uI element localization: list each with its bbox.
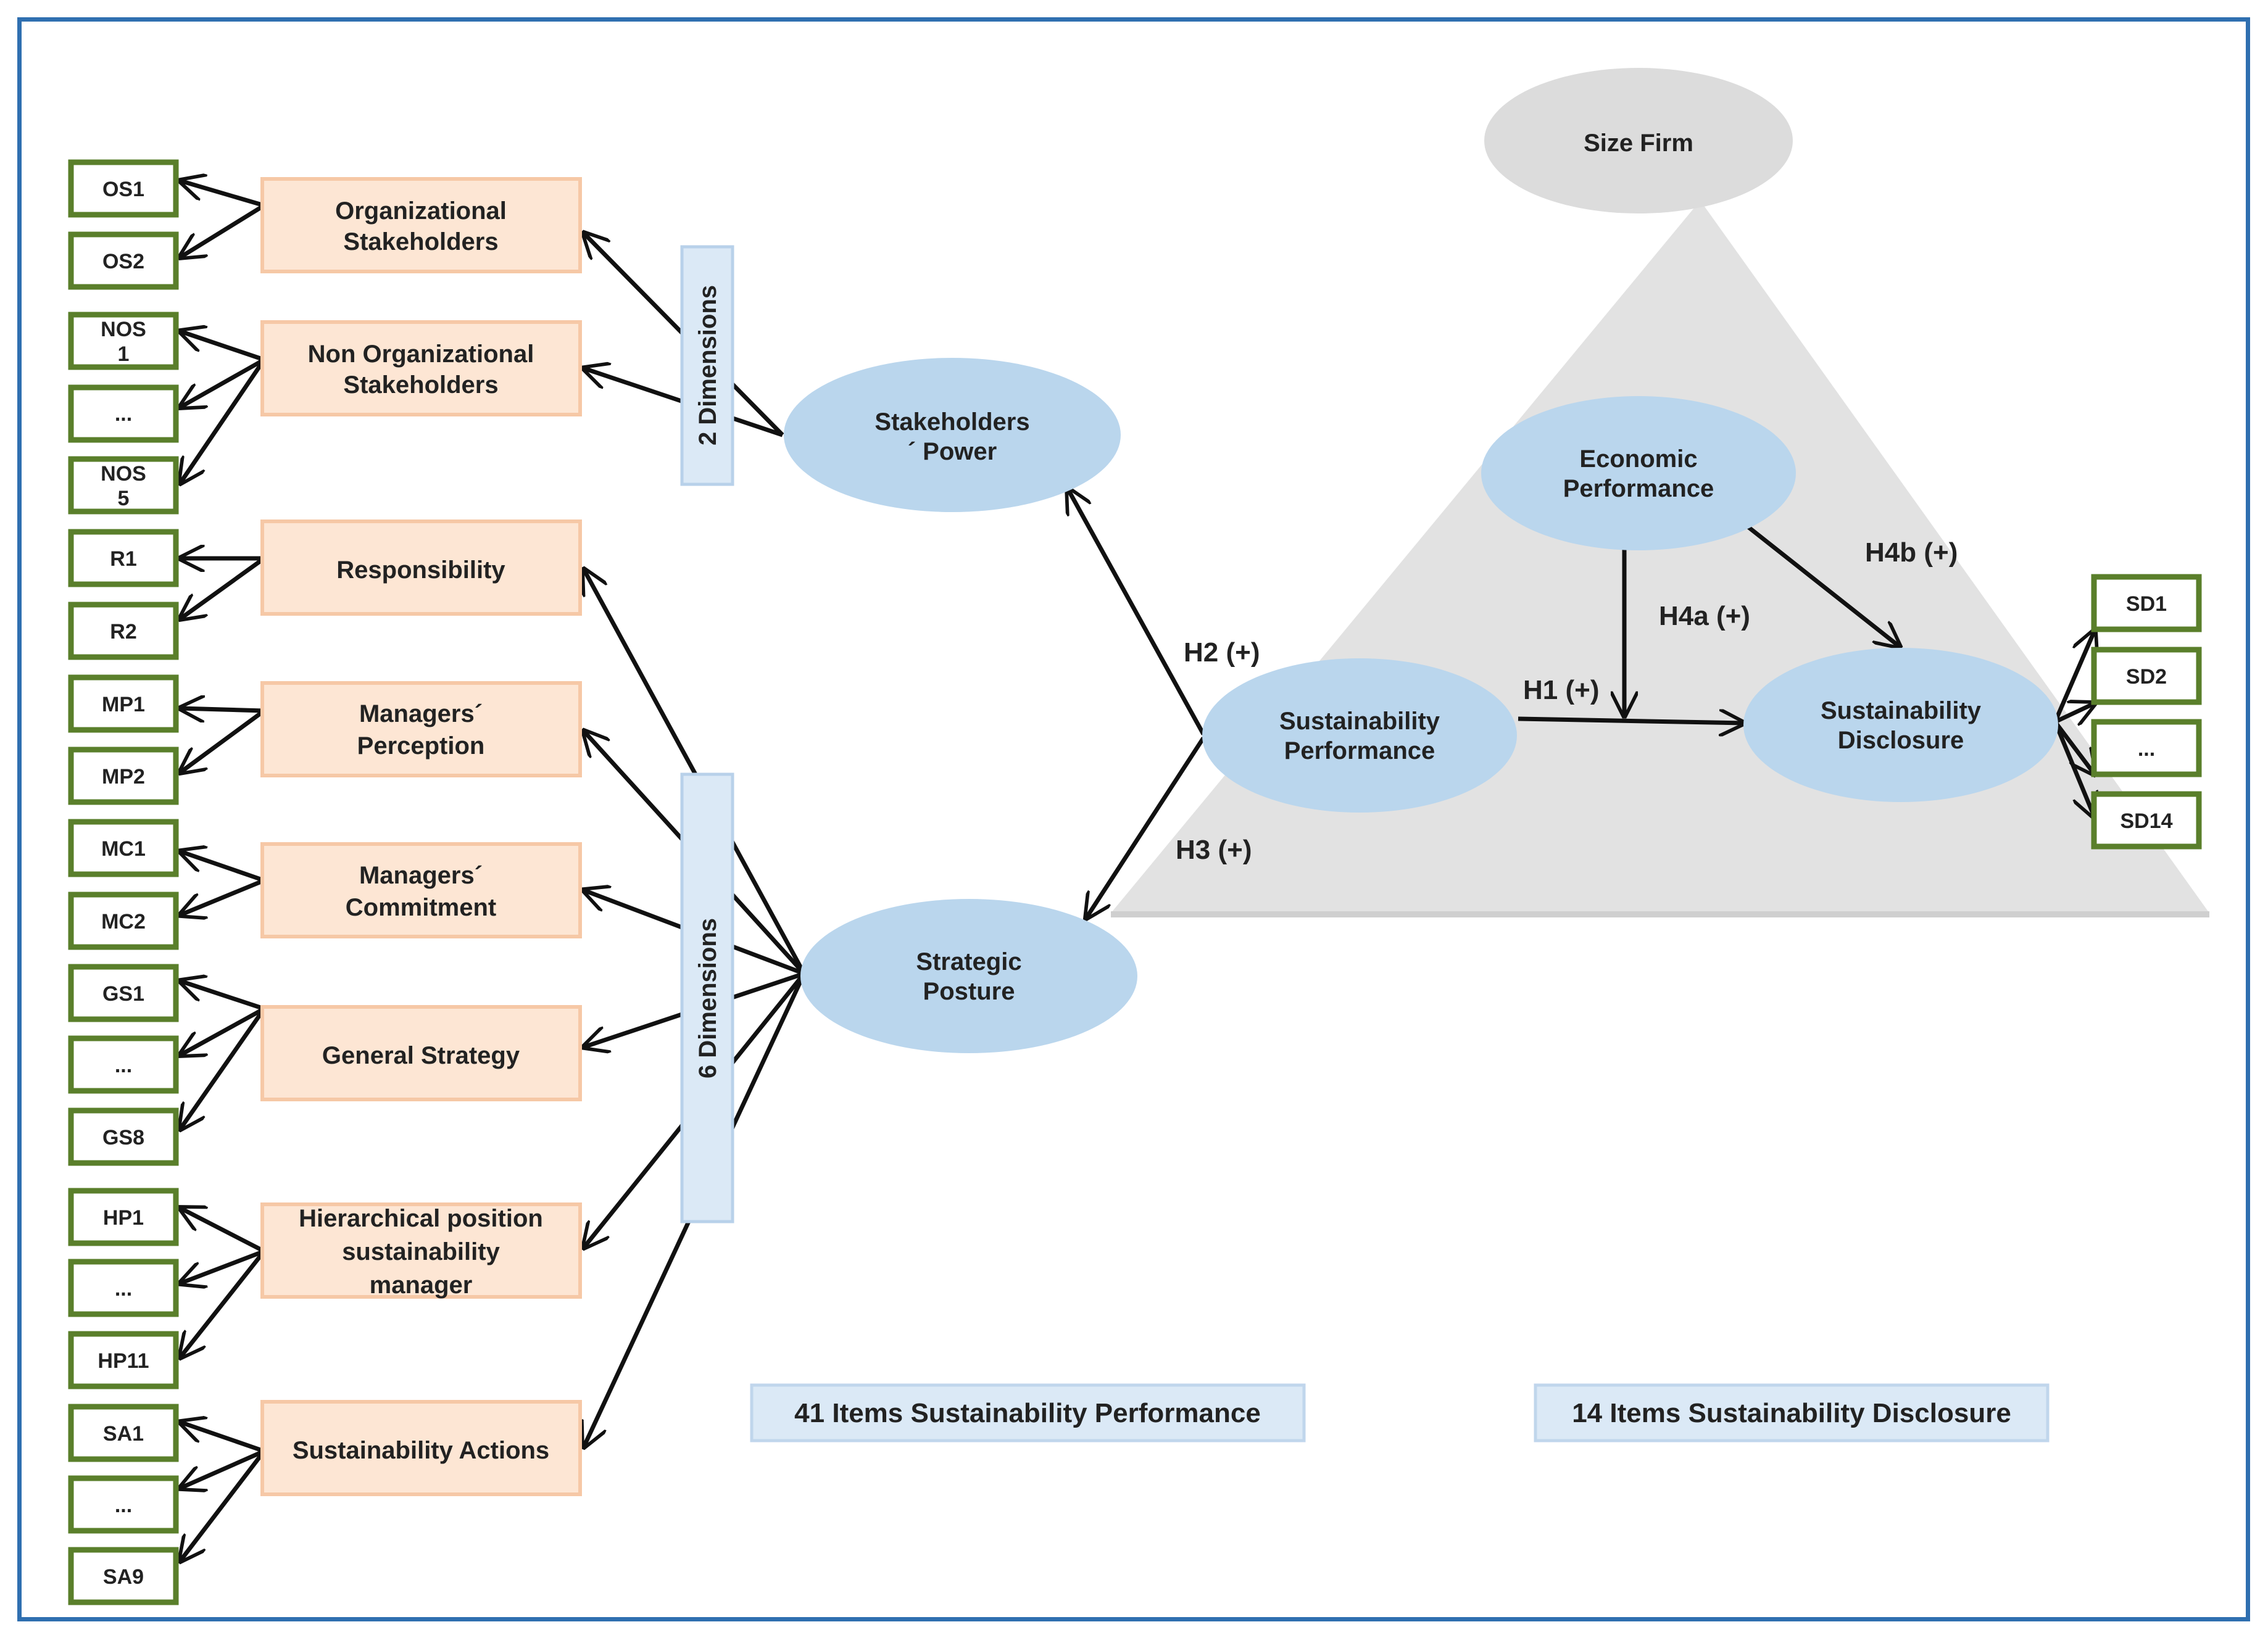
item-os2: OS2 bbox=[68, 231, 179, 290]
h1-label: H1 (+) bbox=[1523, 675, 1599, 705]
svg-text:MC2: MC2 bbox=[101, 910, 146, 933]
svg-text:Sustainability Actions: Sustainability Actions bbox=[293, 1437, 549, 1464]
svg-text:HP1: HP1 bbox=[103, 1206, 144, 1230]
svg-text:OS2: OS2 bbox=[102, 250, 144, 273]
svg-text:...: ... bbox=[115, 1494, 132, 1517]
item-sd1: SD1 bbox=[2091, 574, 2202, 632]
note-performance-items: 41 Items Sustainability Performance bbox=[750, 1383, 1306, 1442]
item-hp11: HP11 bbox=[68, 1331, 179, 1389]
item-arrows bbox=[180, 181, 2095, 1561]
svg-text:Managers´Perception: Managers´Perception bbox=[357, 700, 485, 759]
item-mc1: MC1 bbox=[68, 819, 179, 877]
h2-label: H2 (+) bbox=[1184, 637, 1260, 668]
item-gs8: GS8 bbox=[68, 1107, 179, 1166]
svg-text:14 Items Sustainability Disclo: 14 Items Sustainability Disclosure bbox=[1572, 1398, 2011, 1428]
item-os1: OS1 bbox=[68, 159, 179, 218]
dimension-managers-commitment: Managers´Commitment bbox=[260, 842, 582, 938]
item-sd2: SD2 bbox=[2091, 647, 2202, 705]
svg-text:SD14: SD14 bbox=[2120, 809, 2172, 833]
item-sa9: SA9 bbox=[68, 1547, 179, 1605]
item-mp1: MP1 bbox=[68, 674, 179, 733]
note-disclosure-items: 14 Items Sustainability Disclosure bbox=[1534, 1383, 2050, 1442]
dimension-sustainability-actions: Sustainability Actions bbox=[260, 1400, 582, 1496]
svg-text:...: ... bbox=[115, 402, 132, 426]
svg-text:...: ... bbox=[115, 1277, 132, 1301]
svg-text:41 Items Sustainability Perfor: 41 Items Sustainability Performance bbox=[794, 1398, 1261, 1428]
item-gs1: GS1 bbox=[68, 964, 179, 1022]
svg-text:Managers´Commitment: Managers´Commitment bbox=[346, 862, 496, 921]
svg-text:OS1: OS1 bbox=[102, 178, 144, 201]
group-two-dimensions: 2 Dimensions bbox=[680, 245, 734, 486]
item-sa-ellipsis: ... bbox=[68, 1475, 179, 1534]
svg-text:MP2: MP2 bbox=[102, 765, 145, 788]
dimension-general-strategy: General Strategy bbox=[260, 1005, 582, 1101]
svg-text:MC1: MC1 bbox=[101, 837, 146, 861]
item-nos-ellipsis: ... bbox=[68, 384, 179, 443]
group-six-dimensions: 6 Dimensions bbox=[680, 772, 734, 1223]
svg-text:MP1: MP1 bbox=[102, 693, 145, 716]
svg-text:Stakeholders´ Power: Stakeholders´ Power bbox=[874, 408, 1029, 465]
svg-text:...: ... bbox=[115, 1054, 132, 1077]
svg-text:SA9: SA9 bbox=[103, 1565, 144, 1589]
svg-text:SD1: SD1 bbox=[2126, 592, 2167, 616]
svg-text:SA1: SA1 bbox=[103, 1422, 144, 1446]
size-firm-node: Size Firm bbox=[1484, 68, 1793, 213]
svg-text:GS1: GS1 bbox=[102, 982, 144, 1006]
item-mc2: MC2 bbox=[68, 892, 179, 950]
item-hp1: HP1 bbox=[68, 1188, 179, 1246]
item-sa1: SA1 bbox=[68, 1404, 179, 1462]
h4b-label: H4b (+) bbox=[1865, 537, 1958, 568]
svg-text:Size Firm: Size Firm bbox=[1584, 130, 1693, 157]
h4a-label: H4a (+) bbox=[1659, 601, 1750, 631]
svg-text:R1: R1 bbox=[110, 547, 136, 571]
item-mp2: MP2 bbox=[68, 747, 179, 805]
h3-label: H3 (+) bbox=[1176, 835, 1252, 865]
svg-text:HP11: HP11 bbox=[98, 1349, 149, 1373]
svg-text:SD2: SD2 bbox=[2126, 665, 2167, 689]
size-firm-moderation-area bbox=[1111, 201, 2209, 913]
hypothesis-labels: H2 (+) H3 (+) H1 (+) H4a (+) H4b (+) bbox=[1176, 537, 1958, 865]
svg-text:Responsibility: Responsibility bbox=[336, 557, 505, 584]
item-gs-ellipsis: ... bbox=[68, 1035, 179, 1094]
dimension-responsibility: Responsibility bbox=[260, 519, 582, 616]
item-sd-ellipsis: ... bbox=[2091, 719, 2202, 777]
disclosure-items: SD1 SD2 ... SD14 bbox=[2091, 574, 2202, 850]
item-r2: R2 bbox=[68, 602, 179, 660]
svg-text:2 Dimensions: 2 Dimensions bbox=[694, 285, 721, 445]
svg-text:...: ... bbox=[2138, 737, 2155, 761]
svg-text:General Strategy: General Strategy bbox=[322, 1042, 520, 1069]
item-hp-ellipsis: ... bbox=[68, 1259, 179, 1317]
svg-text:GS8: GS8 bbox=[102, 1126, 144, 1149]
construct-stakeholders-power: Stakeholders´ Power bbox=[784, 358, 1121, 512]
dimension-managers-perception: Managers´Perception bbox=[260, 681, 582, 777]
hypothesis-arrows bbox=[1068, 489, 1900, 918]
item-sd14: SD14 bbox=[2091, 791, 2202, 850]
svg-text:6 Dimensions: 6 Dimensions bbox=[694, 918, 721, 1078]
svg-text:R2: R2 bbox=[110, 620, 136, 644]
item-r1: R1 bbox=[68, 529, 179, 587]
